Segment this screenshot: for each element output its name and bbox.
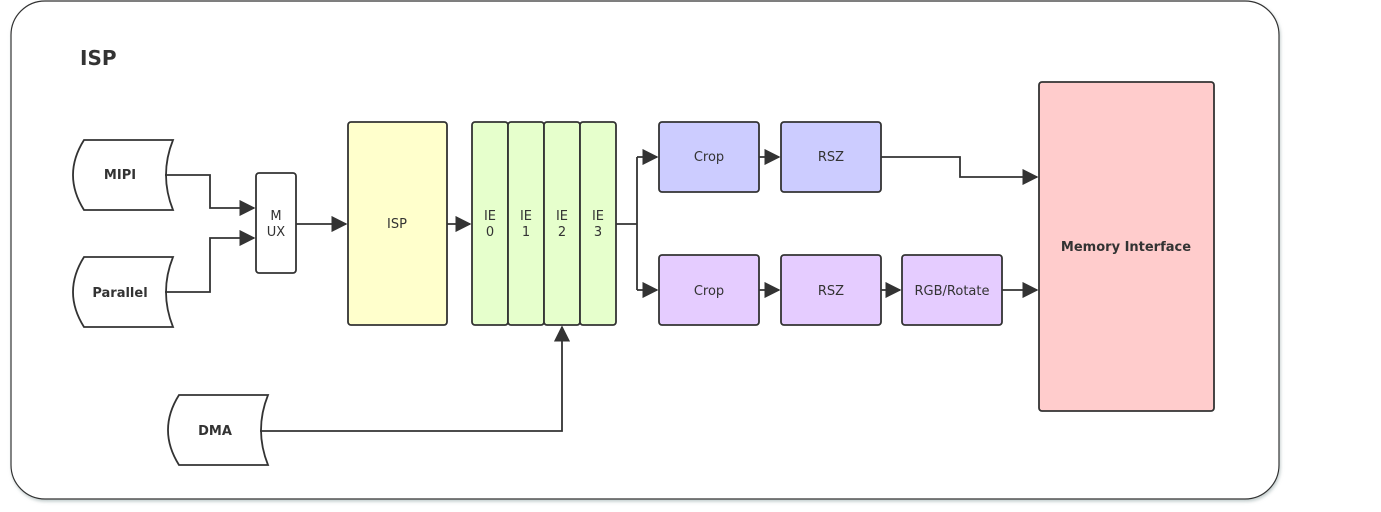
mipi-input: MIPI — [72, 139, 175, 211]
parallel-to-mux-arrow — [165, 229, 256, 293]
dma-label: DMA — [198, 424, 232, 439]
ie-block-2: IE 2 — [543, 121, 581, 326]
ie-split-line — [616, 157, 638, 290]
top-crop-label: Crop — [694, 150, 724, 165]
ie-block-1: IE 1 — [507, 121, 545, 326]
ie-2-line2: 2 — [558, 225, 566, 240]
isp-block: ISP — [347, 121, 448, 326]
parallel-label: Parallel — [92, 286, 147, 301]
rgb-rotate-block: RGB/Rotate — [901, 254, 1003, 326]
mux-label-line1: M — [270, 209, 281, 224]
bottom-crop-block: Crop — [658, 254, 760, 326]
memory-interface-label: Memory Interface — [1061, 240, 1191, 255]
dma-input: DMA — [167, 394, 270, 466]
bottom-rsz-block: RSZ — [780, 254, 882, 326]
ie-0-line1: IE — [484, 209, 496, 224]
top-rsz-to-memory-arrow — [881, 156, 1039, 186]
ie-3-line2: 3 — [594, 225, 602, 240]
rgb-rotate-label: RGB/Rotate — [915, 284, 990, 299]
ie-3-line1: IE — [592, 209, 604, 224]
memory-interface-block: Memory Interface — [1038, 81, 1215, 412]
ie-0-line2: 0 — [486, 225, 494, 240]
ie-2-line1: IE — [556, 209, 568, 224]
top-crop-block: Crop — [658, 121, 760, 193]
dma-to-ie-arrow — [260, 325, 571, 432]
ie-block-3: IE 3 — [579, 121, 617, 326]
top-rsz-block: RSZ — [780, 121, 882, 193]
ie-1-line1: IE — [520, 209, 532, 224]
mipi-label: MIPI — [104, 168, 136, 183]
bottom-crop-label: Crop — [694, 284, 724, 299]
parallel-input: Parallel — [72, 256, 175, 328]
ie-1-line2: 1 — [522, 225, 530, 240]
top-rsz-label: RSZ — [818, 150, 844, 165]
mipi-to-mux-arrow — [165, 174, 256, 217]
isp-block-label: ISP — [387, 217, 407, 232]
ie-block-0: IE 0 — [471, 121, 509, 326]
mux-label-line2: UX — [267, 225, 286, 240]
diagram-title: ISP — [80, 46, 117, 70]
mux-block: M UX — [255, 172, 297, 274]
bottom-rsz-label: RSZ — [818, 284, 844, 299]
diagram-frame — [10, 0, 1280, 500]
